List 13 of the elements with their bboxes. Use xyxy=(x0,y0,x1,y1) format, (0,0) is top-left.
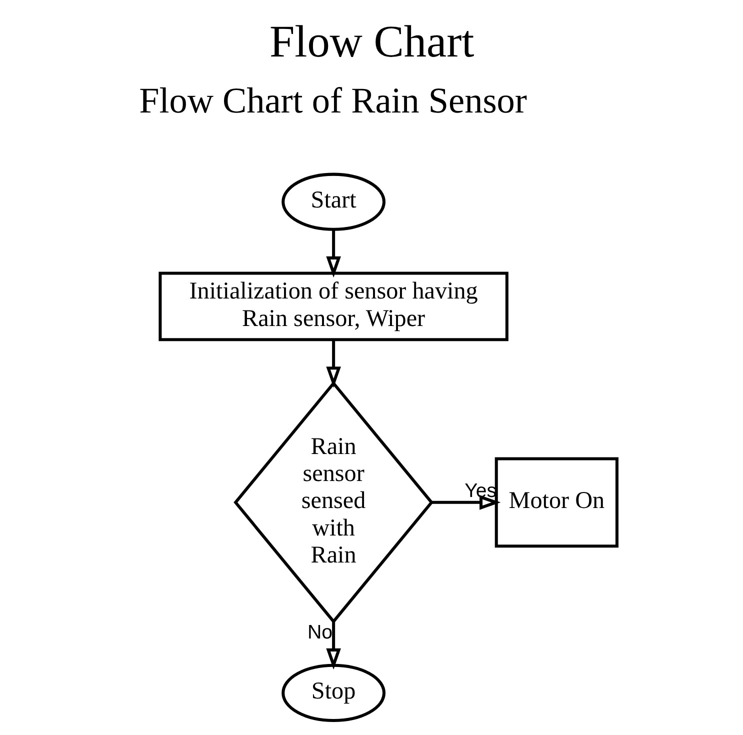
edge-label: No xyxy=(306,621,332,644)
label: Flow Chart of Rain Sensor xyxy=(138,80,526,121)
node-ellipse: Stop xyxy=(281,664,386,722)
arrow xyxy=(326,340,340,388)
node-diamond: Rain sensor sensed with Rain xyxy=(233,380,433,624)
node-box: Motor On xyxy=(494,457,618,548)
node-ellipse: Start xyxy=(281,172,386,231)
arrow xyxy=(431,495,500,510)
node-box: Initialization of sensor having Rain sensor, Wiper xyxy=(158,272,508,342)
diagram-title: Flow Chart xyxy=(268,16,474,67)
arrow xyxy=(326,230,340,278)
arrow xyxy=(326,622,340,670)
edge-label: Yes xyxy=(464,480,496,502)
